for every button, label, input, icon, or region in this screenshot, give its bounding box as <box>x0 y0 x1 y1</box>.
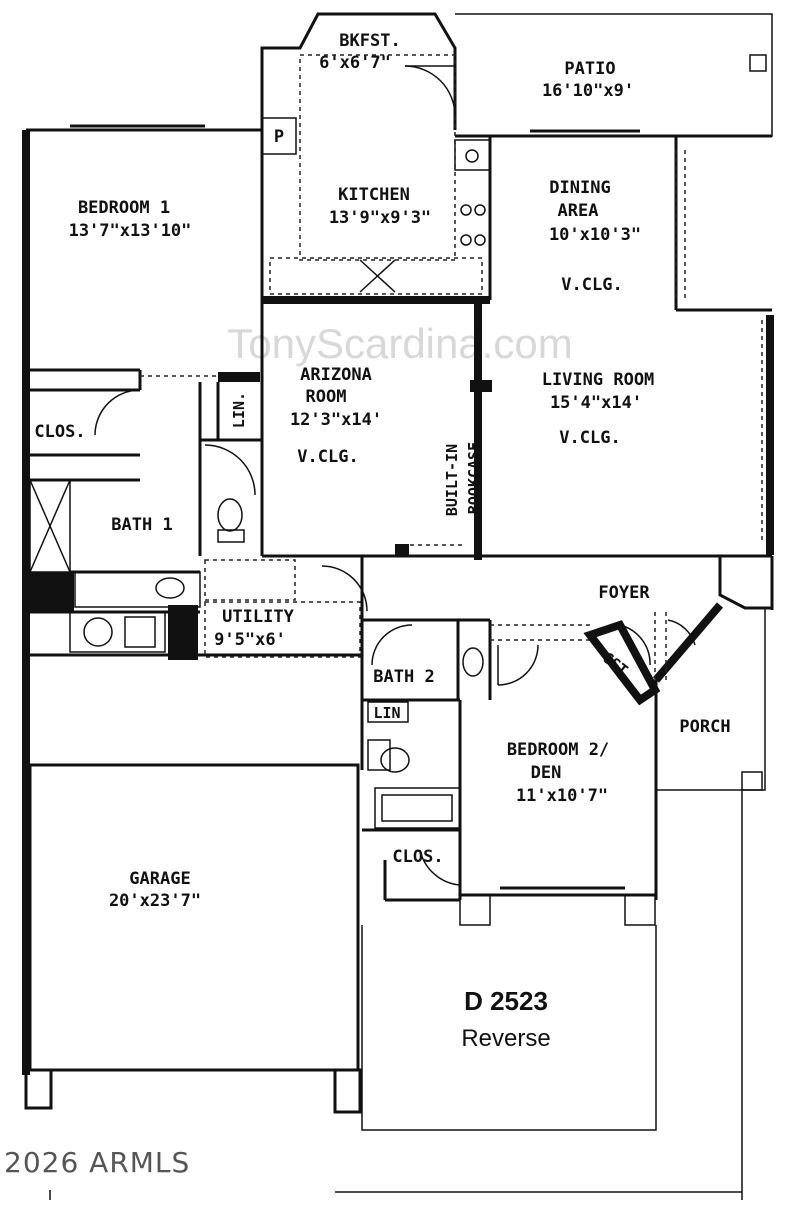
bedroom2-name2: DEN <box>531 763 562 783</box>
kitchen-size: 13'9"x9'3" <box>329 208 431 228</box>
exterior-walls <box>22 12 774 1200</box>
garage-name: GARAGE <box>129 869 190 889</box>
utility-size: 9'5"x6' <box>214 630 286 650</box>
breakfast-size: 6'x6'7" <box>319 53 391 73</box>
living-name: LIVING ROOM <box>542 370 655 390</box>
living-ceiling: V.CLG. <box>559 428 620 448</box>
dining-name2: AREA <box>558 201 599 221</box>
bedroom1-size: 13'7"x13'10" <box>69 221 192 241</box>
bedroom2-size: 11'x10'7" <box>516 786 608 806</box>
bedroom2-name: BEDROOM 2/ <box>507 740 609 760</box>
arizona-size: 12'3"x14' <box>290 410 382 430</box>
closet1-label: CLOS. <box>34 422 85 442</box>
arizona-name: ARIZONA <box>300 365 372 385</box>
bath2-name: BATH 2 <box>373 667 434 687</box>
garage-size: 20'x23'7" <box>109 891 201 911</box>
interior-walls <box>26 54 763 902</box>
arizona-name2: ROOM <box>306 387 347 407</box>
closet2-label: CLOS. <box>392 847 443 867</box>
pantry-label: P <box>274 127 284 147</box>
plan-variant: Reverse <box>461 1025 550 1052</box>
linen2-label: LIN <box>373 704 400 722</box>
dining-size: 10'x10'3" <box>549 225 641 245</box>
utility-name: UTILITY <box>222 607 294 627</box>
patio-name: PATIO <box>564 59 615 79</box>
bookcase-label: BOOKCASE <box>465 442 483 514</box>
plan-code: D 2523 <box>464 986 548 1016</box>
living-size: 15'4"x14' <box>550 393 642 413</box>
watermark: TonyScardina.com <box>227 320 573 367</box>
patio-size: 16'10"x9' <box>542 81 634 101</box>
copyright: 2026 ARMLS <box>4 1146 190 1179</box>
bedroom1-name: BEDROOM 1 <box>78 198 170 218</box>
foyer-name: FOYER <box>598 583 650 603</box>
builtin-label: BUILT-IN <box>443 444 461 516</box>
linen1-label: LIN. <box>230 392 248 428</box>
dining-name: DINING <box>549 178 610 198</box>
porch-name: PORCH <box>679 717 730 737</box>
dining-ceiling: V.CLG. <box>561 275 622 295</box>
kitchen-name: KITCHEN <box>338 185 410 205</box>
breakfast-name: BKFST. <box>339 31 400 51</box>
arizona-ceiling: V.CLG. <box>297 447 358 467</box>
bath1-name: BATH 1 <box>111 515 172 535</box>
